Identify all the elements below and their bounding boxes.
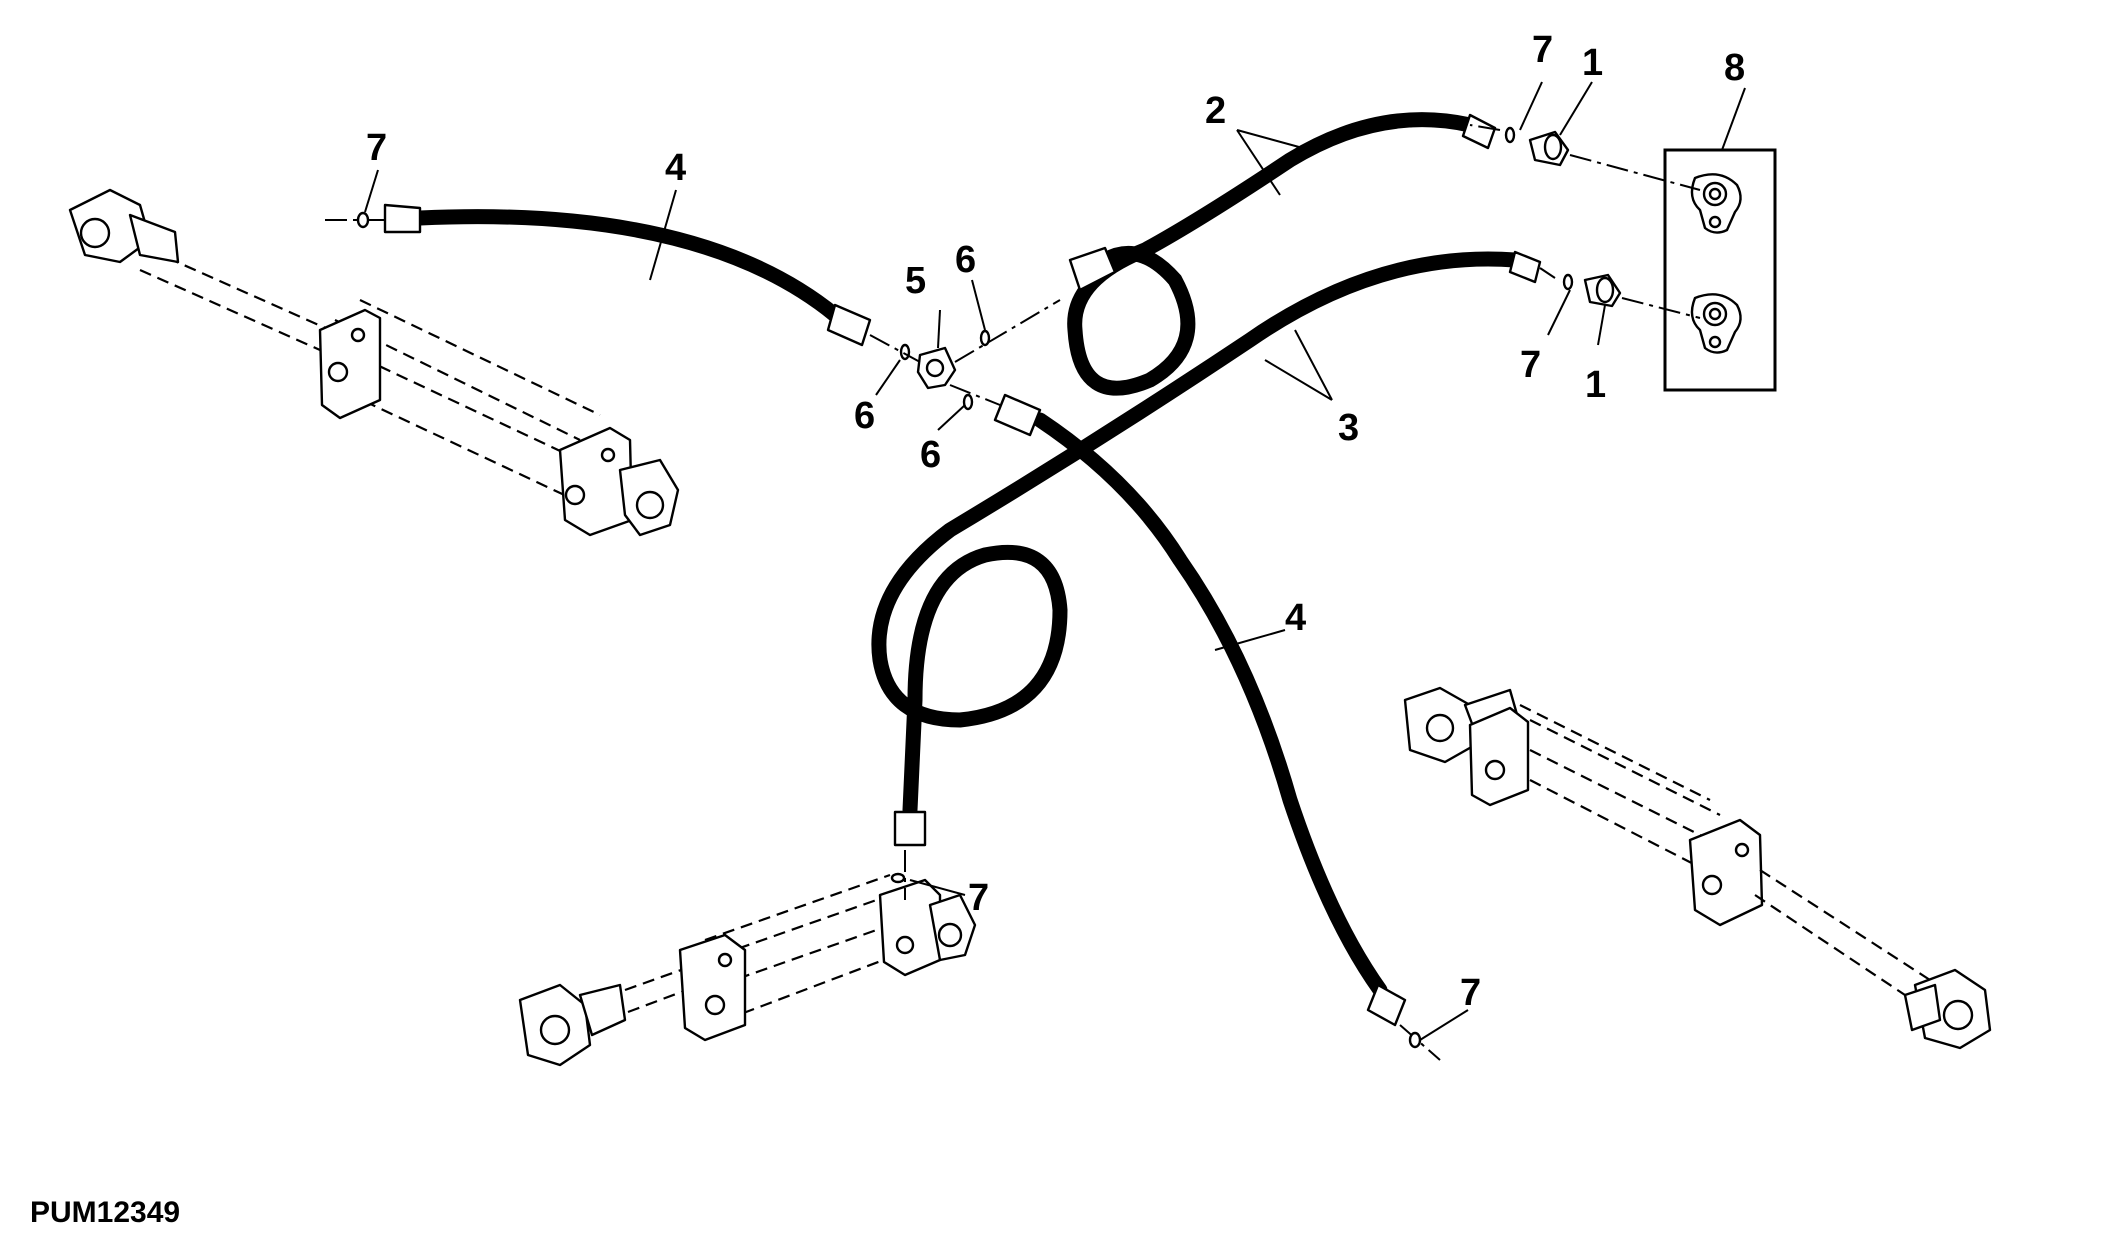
tee-fitting-icon	[916, 346, 957, 390]
callout-6-left: 6	[854, 395, 875, 437]
callout-4-right: 4	[1285, 597, 1306, 639]
callout-7-bottom-right: 7	[1460, 972, 1481, 1014]
hydraulic-hose-icon	[1067, 112, 1497, 396]
callout-7-mid-right: 7	[1520, 344, 1541, 386]
callout-5: 5	[905, 260, 926, 302]
hydraulic-hose-icon	[325, 203, 872, 347]
callout-2: 2	[1205, 90, 1226, 132]
quick-coupler-icon	[1528, 130, 1622, 308]
hydraulic-hose-icon	[871, 250, 1542, 847]
o-ring-icon	[899, 329, 991, 411]
hydraulic-cylinder-icon	[68, 188, 680, 537]
callout-6-mid: 6	[920, 434, 941, 476]
callout-6-top: 6	[955, 239, 976, 281]
callout-4-left: 4	[665, 147, 686, 189]
o-ring-icon	[890, 126, 1574, 884]
hydraulic-cylinder-icon	[518, 873, 977, 1067]
hydraulic-hose-icon	[993, 393, 1441, 1061]
callout-1-top: 1	[1582, 42, 1603, 84]
hydraulic-cylinder-icon	[1403, 686, 1992, 1050]
coupler-bracket-icon	[1663, 148, 1777, 392]
figure-id: PUM12349	[30, 1196, 180, 1229]
callout-7-top-right: 7	[1532, 29, 1553, 71]
callout-7-bottom-left: 7	[968, 877, 989, 919]
callout-1-bottom: 1	[1585, 364, 1606, 406]
leader-lines	[364, 81, 1746, 1041]
callout-8: 8	[1724, 47, 1745, 89]
callout-7-top-left: 7	[366, 127, 387, 169]
callout-3: 3	[1338, 407, 1359, 449]
